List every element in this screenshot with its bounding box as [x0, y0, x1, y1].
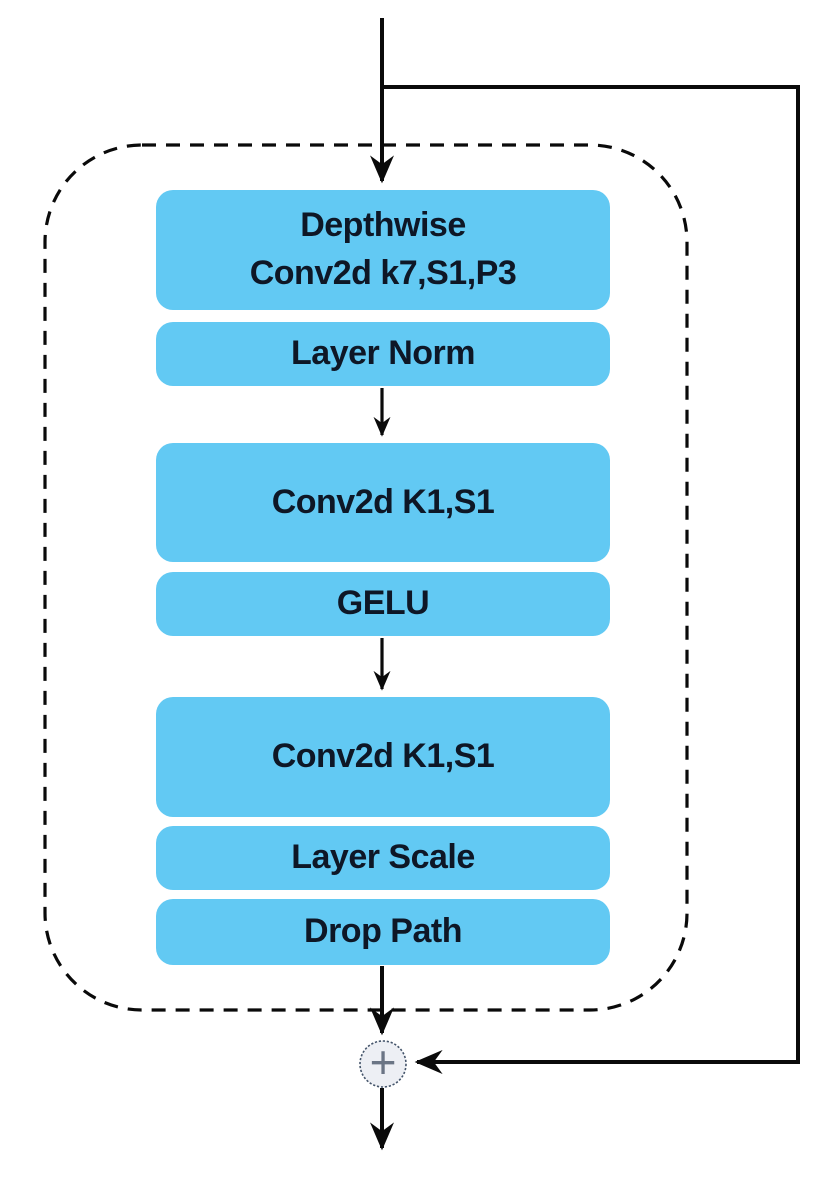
residual-block-boundary — [43, 143, 689, 1012]
block-drop-path: Drop Path — [156, 899, 610, 965]
plus-icon: + — [369, 1036, 397, 1088]
block-gelu: GELU — [156, 572, 610, 636]
skip-connection-line — [382, 85, 800, 1074]
block-depthwise-conv: Depthwise Conv2d k7,S1,P3 — [156, 190, 610, 310]
block-conv2d-1: Conv2d K1,S1 — [156, 443, 610, 562]
block-layer-scale: Layer Scale — [156, 826, 610, 890]
block-layer-norm: Layer Norm — [156, 322, 610, 386]
add-node — [359, 1040, 407, 1088]
block-conv2d-2: Conv2d K1,S1 — [156, 697, 610, 817]
